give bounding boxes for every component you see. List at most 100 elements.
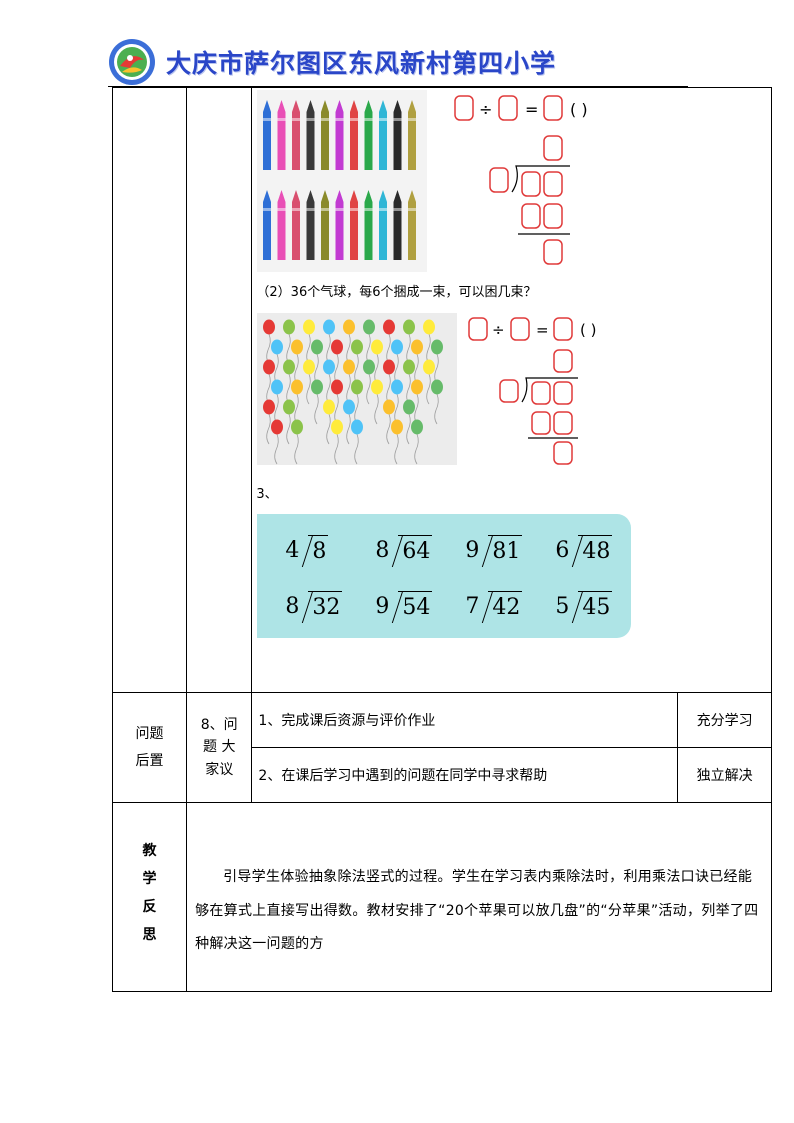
- task-2-result: 独立解决: [677, 747, 772, 803]
- crayon: [321, 112, 330, 170]
- crayon-band: [350, 118, 359, 121]
- balloon: [271, 339, 284, 355]
- exercise-divisor: 7: [465, 594, 480, 619]
- balloon: [271, 419, 284, 435]
- division-exercise: 9 81: [465, 532, 523, 570]
- crayon: [335, 202, 344, 260]
- balloon: [323, 359, 336, 375]
- crayon-band: [335, 118, 344, 121]
- balloon: [343, 359, 356, 375]
- problem-content: ÷ = ( ) （2）36个气球，每6个捆成一束，可以困几束？: [251, 87, 772, 693]
- balloon-string: [326, 413, 332, 445]
- exercise-dividend: 45: [578, 591, 613, 624]
- crayon: [350, 112, 359, 170]
- crayon-tip: [364, 190, 373, 202]
- balloon: [403, 399, 416, 415]
- balloon: [351, 339, 364, 355]
- balloon: [291, 419, 304, 435]
- crayon-tip: [335, 100, 344, 112]
- crayon: [306, 202, 315, 260]
- activity-label: 8、问 题 大 家议: [186, 692, 253, 803]
- balloon: [363, 359, 376, 375]
- crayon: [379, 112, 388, 170]
- balloons-image: [257, 313, 458, 465]
- crayon-band: [393, 208, 402, 211]
- balloon: [411, 339, 424, 355]
- task-row-2: 2、在课后学习中遇到的问题在同学中寻求帮助 独立解决: [113, 747, 772, 803]
- crayon-tip: [263, 190, 272, 202]
- crayon-band: [263, 208, 272, 211]
- balloon-string: [386, 413, 392, 445]
- page-header: 大庆市萨尔图区东风新村第四小学: [108, 38, 688, 86]
- balloon-string: [306, 373, 312, 405]
- crayon-tip: [306, 100, 315, 112]
- crayon: [277, 112, 286, 170]
- question-2-text: （2）36个气球，每6个捆成一束，可以困几束？: [256, 285, 537, 300]
- equals-sign: =: [525, 100, 538, 119]
- balloon: [391, 339, 404, 355]
- school-logo: [109, 39, 155, 85]
- balloon-string: [294, 433, 300, 465]
- balloon: [343, 319, 356, 335]
- exercise-dividend: 64: [398, 535, 433, 568]
- crayon-band: [263, 118, 272, 121]
- task-1-text: 1、完成课后资源与评价作业: [251, 692, 679, 748]
- balloon: [323, 319, 336, 335]
- crayon: [393, 112, 402, 170]
- crayon: [350, 202, 359, 260]
- balloon: [343, 399, 356, 415]
- exercise-divisor: 9: [465, 538, 480, 563]
- balloon-string: [394, 433, 400, 465]
- exercise-dividend: 81: [488, 535, 523, 568]
- crayon-band: [292, 118, 301, 121]
- balloon: [291, 379, 304, 395]
- crayon: [408, 112, 417, 170]
- balloon: [411, 379, 424, 395]
- exercise-dividend: 48: [578, 535, 613, 568]
- crayon-band: [408, 118, 417, 121]
- balloon: [283, 399, 296, 415]
- balloon: [271, 379, 284, 395]
- balloon-string: [366, 373, 372, 405]
- balloon: [263, 399, 276, 415]
- crayon-tip: [408, 100, 417, 112]
- balloon-string: [346, 413, 352, 445]
- header-rule: [108, 86, 688, 87]
- balloon: [331, 379, 344, 395]
- balloon: [363, 319, 376, 335]
- svg-text:÷: ÷: [492, 321, 505, 339]
- crayon-tip: [379, 100, 388, 112]
- empty-activity-cell: [186, 87, 253, 693]
- balloon: [311, 339, 324, 355]
- crayon-band: [364, 118, 373, 121]
- task-1-result: 充分学习: [677, 692, 772, 748]
- crayon: [292, 202, 301, 260]
- balloon: [263, 319, 276, 335]
- exercise-divisor: 9: [375, 594, 390, 619]
- section-label: 问题后置: [111, 692, 188, 803]
- crayon-tip: [321, 100, 330, 112]
- crayon: [321, 202, 330, 260]
- crayon-tip: [408, 190, 417, 202]
- unit-paren: ( ): [570, 100, 588, 119]
- crayon: [364, 112, 373, 170]
- exercise-dividend: 32: [308, 591, 343, 624]
- balloon: [383, 359, 396, 375]
- crayon: [379, 202, 388, 260]
- balloon-string: [434, 393, 440, 425]
- svg-text:( ): ( ): [580, 321, 596, 339]
- crayon-band: [277, 118, 286, 121]
- balloon: [331, 419, 344, 435]
- balloon-string: [286, 413, 292, 445]
- crayon: [408, 202, 417, 260]
- crayon-tip: [292, 100, 301, 112]
- crayon-tip: [277, 100, 286, 112]
- balloon: [371, 339, 384, 355]
- crayon-band: [321, 118, 330, 121]
